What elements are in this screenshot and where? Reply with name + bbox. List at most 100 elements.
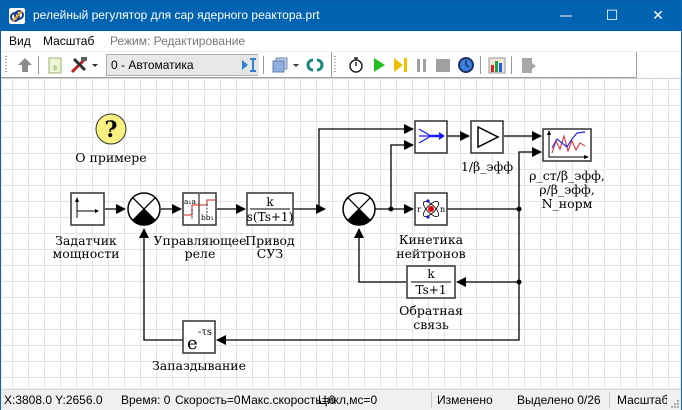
about-block[interactable]: ? О примере: [75, 113, 147, 165]
status-speed: Скорость=0: [175, 393, 241, 407]
setpoint-block[interactable]: Задатчик мощности: [53, 192, 120, 261]
relay-label: Управляющее: [154, 233, 247, 248]
diagram-canvas[interactable]: ? О примере Задатчик мощности: [2, 79, 680, 388]
plot-red-curve: [551, 134, 586, 154]
up-arrow-icon[interactable]: [15, 55, 35, 75]
close-button[interactable]: ✕: [635, 1, 681, 31]
toolbar-group-edit: s 0 - Автоматика: [1, 52, 332, 78]
step-forward-icon[interactable]: [390, 55, 410, 75]
feedback-numerator: k: [427, 267, 435, 281]
relay-hysteresis-icon: [184, 199, 215, 216]
mode-indicator: Режим: Редактирование: [110, 34, 246, 48]
close-icon: ✕: [652, 8, 664, 24]
feedback-label: связь: [413, 317, 449, 332]
kinetics-block[interactable]: r n Кинетика нейтронов: [396, 192, 466, 261]
menu-bar: Вид Масштаб Режим: Редактирование: [1, 31, 681, 51]
feedback-block[interactable]: k Ts+1 Обратная связь: [399, 265, 463, 332]
plot-label: ρ/β_эфф,: [539, 182, 595, 197]
status-separator: [431, 392, 432, 408]
wire-delay-to-sum1: [139, 228, 183, 341]
menu-view[interactable]: Вид: [9, 34, 31, 48]
wire-drive-to-mux: [318, 124, 414, 209]
atom-icon: [422, 199, 440, 219]
relay-label: реле: [185, 246, 216, 261]
delay-block[interactable]: e -τs Запаздывание: [152, 320, 246, 373]
wire-junctions: [316, 206, 522, 285]
help-icon: [95, 113, 127, 145]
relay-block[interactable]: a₁a bb₁ Управляющее реле: [154, 192, 247, 261]
kinetics-label: нейтронов: [396, 246, 465, 261]
export-icon[interactable]: [518, 55, 538, 75]
mux-block[interactable]: [414, 120, 448, 154]
maximize-icon: ☐: [605, 8, 619, 24]
kinetics-port-r: r: [417, 205, 421, 214]
resize-grip-icon[interactable]: [669, 398, 679, 408]
menu-scale[interactable]: Масштаб: [43, 34, 95, 48]
gain-block[interactable]: 1/β_эфф: [461, 120, 513, 174]
gain-label: 1/β_эфф: [461, 159, 513, 174]
maximize-button[interactable]: ☐: [589, 1, 635, 31]
wire-feedback-to-sum2: [354, 228, 406, 283]
pause-icon[interactable]: [412, 55, 432, 75]
wires: [105, 124, 542, 345]
status-max-speed: Макс.скорость=0: [241, 393, 336, 407]
delay-label: Запаздывание: [152, 358, 246, 373]
setpoint-label: мощности: [53, 246, 120, 261]
help-glyph: ?: [105, 117, 118, 143]
link-icon[interactable]: [305, 55, 325, 75]
setpoint-label: Задатчик: [55, 233, 117, 248]
toolbar-grip[interactable]: [5, 56, 7, 74]
junction-dot: [316, 206, 322, 212]
delay-base: e: [187, 333, 198, 354]
drive-block[interactable]: k s(Ts+1) Привод СУЗ: [245, 192, 295, 261]
script-icon[interactable]: s: [45, 55, 65, 75]
gain-triangle-icon: [477, 125, 500, 149]
toolbar-separator: [511, 56, 512, 74]
tools-dropdown-icon[interactable]: [90, 55, 100, 75]
drive-label: СУЗ: [257, 246, 284, 261]
title-bar: релейный регулятор для сар ядерного реак…: [1, 1, 681, 31]
bar-chart-icon[interactable]: [487, 55, 507, 75]
layers-dropdown-icon[interactable]: [291, 55, 301, 75]
status-selected: Выделено 0/26: [517, 393, 601, 407]
kinetics-label: Кинетика: [399, 232, 464, 247]
mode-select[interactable]: 0 - Автоматика: [106, 54, 258, 76]
toolbar-grip[interactable]: [334, 56, 336, 74]
status-coords: X:3808.0 Y:2656.0: [4, 393, 103, 407]
relay-glyph-a: a₁a: [184, 197, 196, 206]
step-icon[interactable]: [239, 55, 259, 75]
summator-1[interactable]: [127, 192, 161, 226]
window-title: релейный регулятор для сар ядерного реак…: [33, 8, 320, 22]
drive-denominator: s(Ts+1): [247, 210, 294, 224]
layers-icon[interactable]: [269, 55, 289, 75]
junction-dot: [516, 206, 522, 212]
drive-numerator: k: [266, 195, 274, 209]
plot-label: N_норм: [542, 196, 593, 211]
minimize-button[interactable]: —: [543, 1, 589, 31]
status-bar: X:3808.0 Y:2656.0 Время: 0 Скорость=0 Ма…: [1, 389, 681, 410]
play-icon[interactable]: [369, 55, 389, 75]
feedback-denominator: Ts+1: [416, 283, 447, 297]
summator-2[interactable]: [342, 192, 376, 226]
plot-label: ρ_ст/β_эфф,: [529, 168, 605, 183]
tools-icon[interactable]: [69, 55, 89, 75]
toolbar-group-run: [332, 52, 637, 78]
stop-icon[interactable]: [433, 55, 453, 75]
status-cycle: Цикл,мс=0: [318, 393, 378, 407]
step-signal-icon: [76, 201, 97, 218]
toolbar-separator: [38, 56, 39, 74]
plot-blue-curve: [551, 131, 586, 149]
plot-block[interactable]: ρ_ст/β_эфф, ρ/β_эфф, N_норм: [529, 128, 605, 211]
status-modified: Изменено: [437, 393, 493, 407]
diagram-svg: ? О примере Задатчик мощности: [53, 113, 605, 373]
status-time: Время: 0: [121, 393, 171, 407]
toolbar: s 0 - Автоматика: [1, 52, 681, 79]
drive-label: Привод: [245, 233, 295, 248]
wire-sum2-to-mux: [390, 140, 414, 209]
toolbar-separator: [263, 56, 264, 74]
clock-icon[interactable]: [456, 55, 476, 75]
about-label: О примере: [75, 150, 146, 165]
stopwatch-icon[interactable]: [346, 55, 366, 75]
wire-kinetics-to-delay: [216, 209, 520, 345]
relay-glyph-b: bb₁: [201, 213, 214, 222]
